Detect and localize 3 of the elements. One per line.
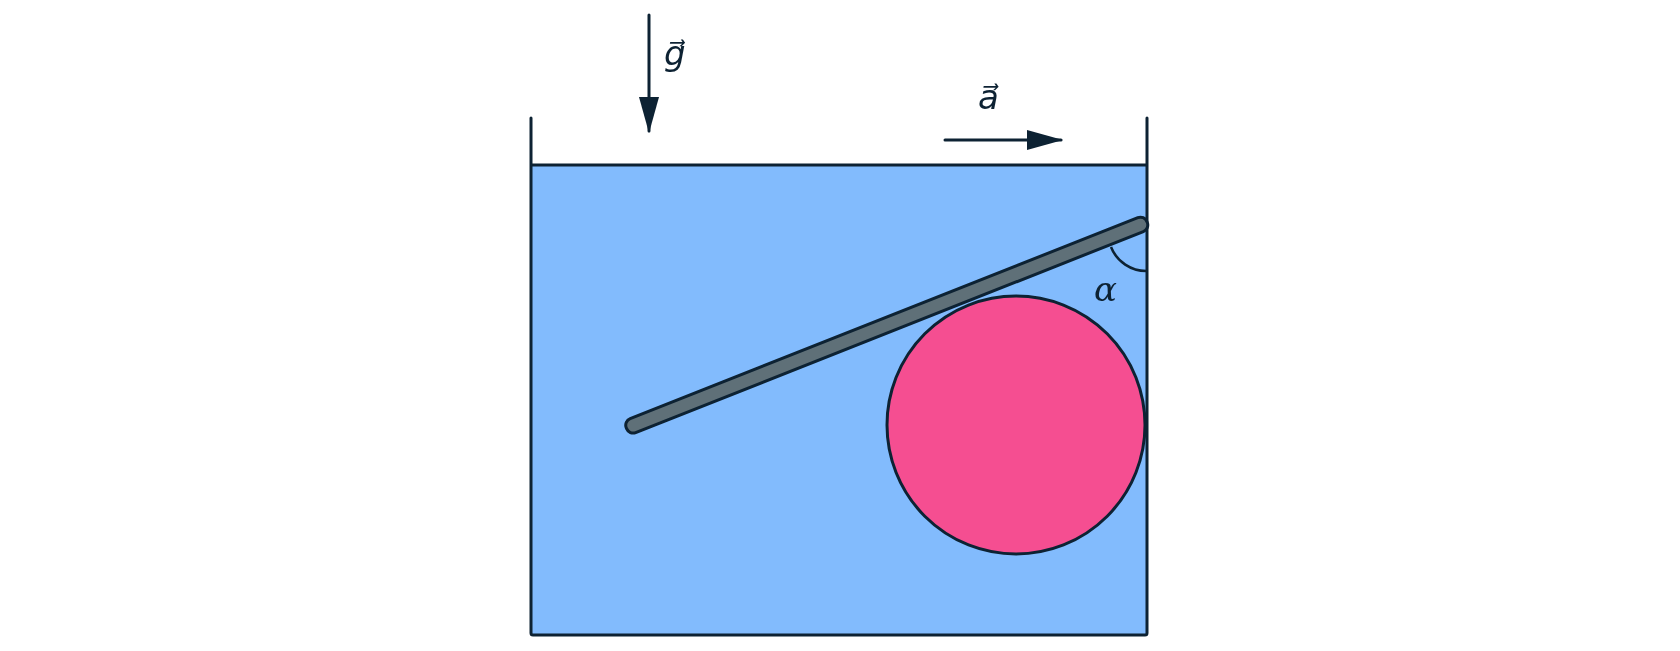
vector-label: a⃗ [978,80,999,114]
angle-label: α [1094,272,1117,306]
vector-label: g⃗ [664,36,686,70]
